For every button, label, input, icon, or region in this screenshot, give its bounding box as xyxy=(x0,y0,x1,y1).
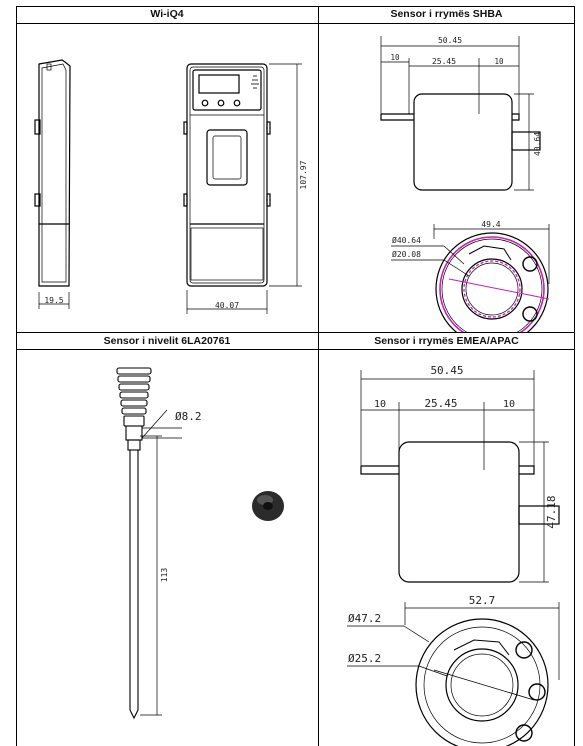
emea-dim-height: 47.18 xyxy=(545,495,558,528)
emea-dia-outer: Ø47.2 xyxy=(348,612,381,625)
level-sensor-head xyxy=(116,367,152,451)
emea-dim-mid: 25.45 xyxy=(424,397,457,410)
shba-dim-total: 50.45 xyxy=(438,36,462,45)
dim-front-width: 40.07 xyxy=(215,301,239,310)
level-sensor-rod xyxy=(129,450,139,720)
emea-body xyxy=(360,441,560,583)
spec-sheet: Wi-iQ4 Sensor i rrymës SHBA Sensor i niv… xyxy=(16,6,575,746)
grommet-image xyxy=(252,491,284,521)
shba-dim-left: 10 xyxy=(390,53,400,62)
header-sensor-emea: Sensor i rrymës EMEA/APAC xyxy=(374,335,519,347)
wiiq4-height-dimension xyxy=(269,63,302,287)
emea-dim-right: 10 xyxy=(503,399,515,410)
shba-top-dimensions xyxy=(380,36,520,114)
level-sensor-drawing: Ø8.2 113 xyxy=(17,350,318,746)
shba-dia-outer: Ø40.64 xyxy=(392,235,421,245)
wiiq4-side-dimension xyxy=(38,292,70,309)
wiiq4-side-view xyxy=(34,59,71,287)
level-sensor-dimensions xyxy=(140,409,182,716)
emea-height-dimension xyxy=(519,441,549,583)
dim-side-width: 19.5 xyxy=(44,296,63,305)
shba-height-dimension xyxy=(514,93,534,191)
shba-body xyxy=(380,93,541,191)
antenna-mark xyxy=(251,75,259,89)
dim-height: 107.97 xyxy=(299,160,308,189)
shba-dim-height: 40.64 xyxy=(533,132,542,156)
wiiq4-drawing: 19.5 40.07 107.97 xyxy=(17,24,318,332)
emea-dia-inner: Ø25.2 xyxy=(348,652,381,665)
header-level-sensor: Sensor i nivelit 6LA20761 xyxy=(103,335,231,347)
emea-svg: 50.45 10 25.45 10 47.18 52.7 Ø47.2 Ø25.2 xyxy=(347,364,560,746)
shba-dim-right: 10 xyxy=(494,57,504,66)
header-wiiq4: Wi-iQ4 xyxy=(150,8,184,20)
emea-ring-view xyxy=(347,602,560,746)
shba-dim-mid: 25.45 xyxy=(432,57,456,66)
shba-dim-ring: 49.4 xyxy=(481,220,500,229)
table-grid xyxy=(16,6,575,746)
shba-sensor-drawing: 50.45 10 25.45 10 40.64 49.4 Ø40.64 Ø20.… xyxy=(319,24,574,332)
level-dia: Ø8.2 xyxy=(175,410,202,423)
emea-top-dimensions xyxy=(360,370,535,470)
level-svg: Ø8.2 113 xyxy=(116,367,284,720)
level-length: 113 xyxy=(160,568,169,583)
emea-dim-left: 10 xyxy=(374,399,386,410)
wiiq4-front-view xyxy=(183,63,271,287)
wiiq4-svg: 19.5 40.07 107.97 xyxy=(34,59,308,314)
emea-dim-ring: 52.7 xyxy=(469,594,496,607)
shba-ring-view xyxy=(391,224,550,332)
emea-dim-total: 50.45 xyxy=(430,364,463,377)
header-sensor-shba: Sensor i rrymës SHBA xyxy=(390,8,503,20)
emea-sensor-drawing: 50.45 10 25.45 10 47.18 52.7 Ø47.2 Ø25.2 xyxy=(319,350,574,746)
wiiq4-front-dimension xyxy=(186,290,268,314)
shba-svg: 50.45 10 25.45 10 40.64 49.4 Ø40.64 Ø20.… xyxy=(380,36,550,332)
shba-dia-inner: Ø20.08 xyxy=(392,249,421,259)
